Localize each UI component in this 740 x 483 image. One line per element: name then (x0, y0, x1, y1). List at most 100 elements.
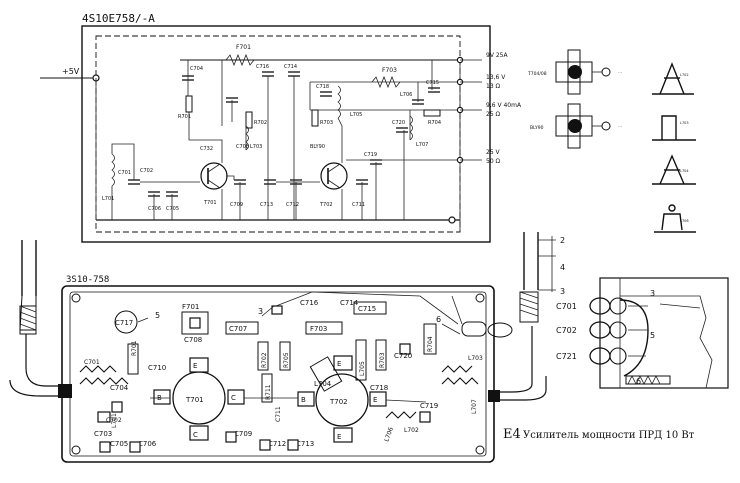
detail-labels: C701 C702 C721 3 5 6 (556, 289, 655, 386)
svg-text:13 Ω: 13 Ω (486, 83, 501, 90)
svg-text:C732: C732 (200, 146, 213, 152)
transistor-pinouts: T704/08 BLY90 ⋯ ⋯ L702 L703 L704 L706 (527, 49, 696, 233)
svg-text:C702: C702 (106, 417, 122, 424)
svg-text:2: 2 (560, 236, 565, 245)
schematic-frame (81, 25, 491, 243)
svg-text:⋯: ⋯ (618, 70, 622, 75)
connector-detail: C701 C702 C721 3 5 6 (556, 277, 729, 389)
svg-text:C704: C704 (190, 66, 203, 72)
svg-text:6: 6 (636, 377, 641, 386)
caption: E4 Усилитель мощности ПРД 10 Вт (503, 427, 695, 442)
capacitors (128, 71, 440, 197)
svg-text:C720: C720 (394, 352, 412, 360)
svg-text:C714: C714 (340, 299, 359, 307)
svg-text:C704: C704 (110, 384, 129, 392)
right-coax-cable (488, 232, 556, 402)
svg-text:⋯: ⋯ (618, 124, 622, 129)
svg-text:L707: L707 (416, 142, 428, 148)
detail-plugs (589, 297, 627, 365)
f703-coil (371, 75, 401, 89)
svg-text:C706: C706 (148, 206, 161, 212)
svg-text:L707: L707 (471, 399, 478, 414)
svg-text:C701: C701 (556, 302, 577, 311)
svg-text:C709: C709 (230, 202, 243, 208)
svg-text:C721: C721 (556, 352, 577, 361)
schematic-wiring (111, 60, 461, 232)
svg-text:L705: L705 (359, 361, 366, 376)
schematic-title: 4S10E758/-A (82, 12, 155, 25)
schematic: 4S10E758/-A +5V F701 F703 L701 (40, 12, 522, 243)
pcb-traces (150, 291, 463, 403)
svg-text:L702: L702 (404, 427, 419, 434)
svg-text:C715: C715 (358, 305, 376, 313)
svg-text:F703: F703 (382, 67, 397, 74)
svg-text:R703: R703 (320, 120, 333, 126)
svg-text:C719: C719 (364, 152, 377, 158)
svg-text:C: C (231, 394, 236, 402)
svg-text:C713: C713 (260, 202, 273, 208)
package-1: T704/08 (527, 49, 611, 95)
svg-text:C701: C701 (118, 170, 131, 176)
svg-text:L706: L706 (383, 426, 395, 442)
svg-text:C709: C709 (234, 430, 252, 438)
svg-text:50 Ω: 50 Ω (486, 158, 501, 165)
left-coax-cable (9, 240, 72, 398)
svg-text:5: 5 (155, 311, 160, 320)
svg-text:E: E (193, 362, 197, 370)
l707-coil (409, 115, 413, 141)
svg-text:T701: T701 (203, 200, 217, 206)
svg-text:L705: L705 (350, 112, 362, 118)
output-terminals (448, 56, 482, 224)
svg-text:R702: R702 (254, 120, 267, 126)
board-numbers: 5 3 6 (155, 307, 441, 324)
l701-coil (111, 153, 115, 187)
svg-text:R711: R711 (265, 384, 272, 400)
caption-code: E4 (503, 427, 521, 442)
svg-text:R701: R701 (178, 114, 191, 120)
svg-text:B: B (301, 396, 306, 404)
svg-text:F703: F703 (310, 325, 327, 333)
pcb-transistor-t701: E C B C T701 (153, 357, 245, 441)
resistors (185, 95, 441, 129)
svg-text:C720: C720 (392, 120, 405, 126)
svg-text:C711: C711 (352, 202, 365, 208)
board-title: 3S10-758 (66, 275, 109, 285)
svg-text:C705: C705 (110, 440, 128, 448)
svg-text:5: 5 (650, 331, 655, 340)
svg-text:L702: L702 (680, 73, 689, 77)
package-2: BLY90 (530, 103, 611, 149)
svg-text:C703: C703 (94, 430, 112, 438)
svg-text:L704: L704 (314, 380, 332, 388)
svg-text:T702: T702 (329, 398, 348, 406)
svg-text:R705: R705 (283, 352, 290, 368)
l705-coil (337, 85, 341, 119)
mount-sketches (652, 62, 696, 233)
svg-text:3: 3 (560, 287, 565, 296)
svg-text:C708: C708 (184, 336, 202, 344)
svg-text:L703: L703 (680, 121, 689, 125)
svg-text:C715: C715 (426, 80, 439, 86)
board-outline (61, 285, 495, 463)
svg-text:C719: C719 (420, 402, 438, 410)
pcb-inductors (79, 365, 479, 419)
svg-text:3: 3 (258, 307, 263, 316)
svg-text:C714: C714 (284, 64, 297, 70)
pcb-components: C717 F701 C708 C707 C716 F703 C714 C715 … (94, 299, 478, 453)
svg-text:L704: L704 (680, 169, 689, 173)
svg-text:C710: C710 (148, 364, 166, 372)
f701-coil (225, 53, 255, 67)
svg-text:L706: L706 (680, 219, 689, 223)
svg-text:F701: F701 (182, 303, 199, 311)
svg-text:C711: C711 (275, 406, 282, 422)
svg-text:T702: T702 (319, 202, 333, 208)
svg-text:C712: C712 (286, 202, 299, 208)
svg-text:R704: R704 (427, 336, 434, 352)
svg-text:L703: L703 (250, 144, 262, 150)
svg-text:L701: L701 (111, 413, 118, 428)
pcb-layout: 3S10-758 (9, 232, 565, 463)
svg-text:C716: C716 (300, 299, 319, 307)
svg-text:C718: C718 (370, 384, 388, 392)
caption-text: Усилитель мощности ПРД 10 Вт (523, 430, 695, 441)
